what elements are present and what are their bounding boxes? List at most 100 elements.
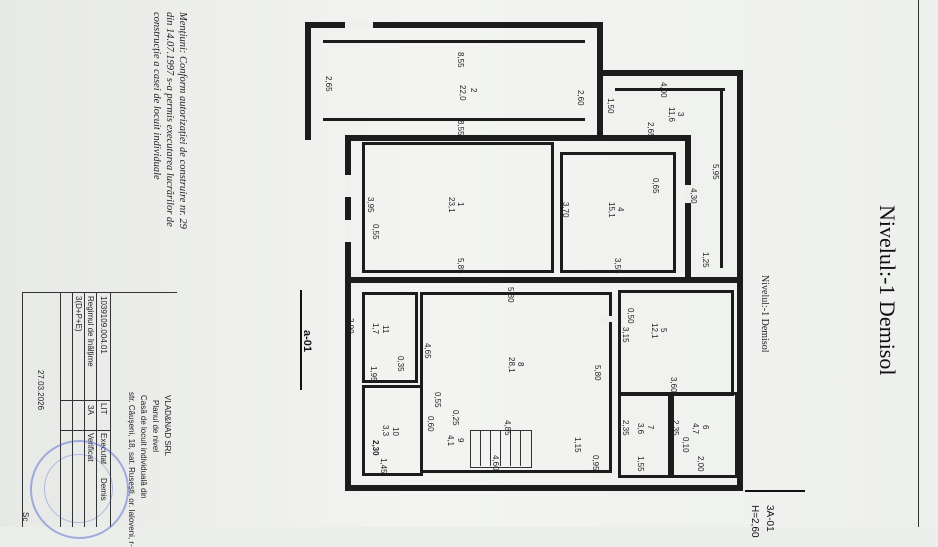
dim-855-top: 8,55 xyxy=(456,52,465,68)
code-label: 3A-01 xyxy=(764,505,775,532)
dim-580-top: 5,80 xyxy=(506,287,515,303)
door-room5 xyxy=(600,316,618,322)
dim-060: 0,60 xyxy=(426,416,435,432)
wall-room6 xyxy=(668,392,738,478)
room-10-id: 10 xyxy=(391,427,400,436)
wall-room7 xyxy=(618,392,674,478)
room-1-area: 23,1 xyxy=(447,197,456,213)
dim-395: 3,95 xyxy=(366,197,375,213)
room-6-area: 4,7 xyxy=(691,423,700,435)
room-2-area: 22,0 xyxy=(458,85,467,101)
section-line-3a01 xyxy=(745,490,805,492)
wall-top-room2 xyxy=(305,22,603,28)
room-9-area: 4,1 xyxy=(446,435,455,447)
dim-400: 4,00 xyxy=(659,82,668,98)
official-seal-inner xyxy=(44,454,113,523)
stamp-height-label: Regimul de înălțime xyxy=(86,296,95,367)
dim-265-mid: 2,65 xyxy=(646,122,655,138)
note-line-2: din 14.07.1997 s-a permis executarea luc… xyxy=(164,12,175,227)
note-line-1: Mențiuni: Conform autorizației de constr… xyxy=(177,12,188,229)
stamp-height-value: 3(D+P+E) xyxy=(74,296,83,332)
dim-125: 1,25 xyxy=(701,252,710,268)
wall-room8 xyxy=(420,292,612,473)
wall-room10 xyxy=(362,385,423,476)
dim-145: 1,45 xyxy=(379,458,388,474)
stair-step-3 xyxy=(500,430,501,466)
dim-055b: 0,55 xyxy=(433,392,442,408)
dim-055a: 0,55 xyxy=(371,224,380,240)
dim-065: 0,65 xyxy=(651,178,660,194)
dim-050: 0,50 xyxy=(626,308,635,324)
wall-inner-room2 xyxy=(323,40,585,43)
dim-360: 3,60 xyxy=(669,377,678,393)
room-5-area: 12,1 xyxy=(650,323,659,339)
height-label: H=2,60 xyxy=(749,505,760,538)
room-11-id: 11 xyxy=(381,325,390,334)
window-top xyxy=(345,22,373,28)
room-3-area: 11,6 xyxy=(667,107,676,122)
stamp-col-1 xyxy=(60,292,61,527)
note-line-3: construcție a casei de locuit individual… xyxy=(151,12,162,180)
page-title: Nivelul:-1 Demisol xyxy=(875,205,900,376)
stamp-date: 27.03.2026 xyxy=(36,370,45,411)
stamp-lit-label: LIT xyxy=(99,403,108,415)
stamp-top-border xyxy=(22,292,177,293)
room-5-id: 5 xyxy=(659,328,668,333)
room-7-area: 3,6 xyxy=(636,423,645,435)
wall-left-room2 xyxy=(305,22,311,140)
door-room4 xyxy=(685,185,691,203)
section-line-a01 xyxy=(300,290,302,390)
stair-step-1 xyxy=(480,430,481,466)
room-10-area: 3,3 xyxy=(381,425,390,437)
wall-room4 xyxy=(560,152,676,273)
section-label-a01: a-01 xyxy=(301,330,313,353)
dim-460: 4,60 xyxy=(491,455,500,471)
wall-right-room2 xyxy=(597,22,603,140)
dim-370: 3,70 xyxy=(561,202,570,218)
dim-465: 4,65 xyxy=(423,343,432,359)
dim-260: 2,60 xyxy=(576,90,585,106)
wall-room1 xyxy=(362,142,554,273)
dim-115: 1,15 xyxy=(573,437,582,453)
room-4-id: 4 xyxy=(616,207,625,212)
wall-right-outer xyxy=(737,70,743,490)
stamp-address: str. Căușeni, 18, sat. Rusești, or. Ialo… xyxy=(127,392,136,547)
stair-step-4 xyxy=(510,430,511,466)
sheet-border-right xyxy=(918,0,919,527)
dim-315: 3,15 xyxy=(621,327,630,343)
stamp-lit-value: 3A xyxy=(86,405,95,415)
dim-155: 1,55 xyxy=(636,456,645,472)
room-9-id: 9 xyxy=(456,438,465,443)
stamp-plan: Planul de nivel xyxy=(151,400,160,453)
dim-230: 2,30 xyxy=(371,440,380,456)
stamp-col-4 xyxy=(96,292,97,527)
room-8-id: 8 xyxy=(516,362,525,367)
room-1-id: 1 xyxy=(456,202,465,207)
dim-595: 5,95 xyxy=(711,164,720,180)
plan-subtitle: Nivelul:-1 Demisol xyxy=(759,275,770,353)
dim-855-bottom: 8,55 xyxy=(456,120,465,136)
stamp-object: Casă de locuit individuală din xyxy=(139,395,148,499)
wall-mid-horizontal xyxy=(345,277,737,283)
wall-bottom xyxy=(345,485,743,491)
wall-inner-room3 xyxy=(615,88,725,91)
stamp-col-3 xyxy=(84,292,85,527)
room-8-area: 28,1 xyxy=(507,357,516,373)
room-6-id: 6 xyxy=(701,425,710,430)
dim-235b: 2,35 xyxy=(671,420,680,436)
dim-150: 1,50 xyxy=(606,98,615,114)
dim-010: 0,10 xyxy=(681,437,690,453)
staircase xyxy=(470,430,532,468)
wall-left-middle xyxy=(345,140,351,288)
wall-inner-room3-r xyxy=(720,88,723,268)
stamp-row-divider-2 xyxy=(60,430,110,431)
stamp-company: VLAD&NAD SRL xyxy=(163,395,172,456)
dim-025: 0,25 xyxy=(451,410,460,426)
sheet-border-left xyxy=(22,292,23,527)
stair-step-5 xyxy=(520,430,521,466)
stamp-col-5 xyxy=(110,292,111,527)
dim-430: 4,30 xyxy=(689,188,698,204)
window-left-2 xyxy=(345,220,351,242)
dim-195: 1,95 xyxy=(369,366,378,382)
